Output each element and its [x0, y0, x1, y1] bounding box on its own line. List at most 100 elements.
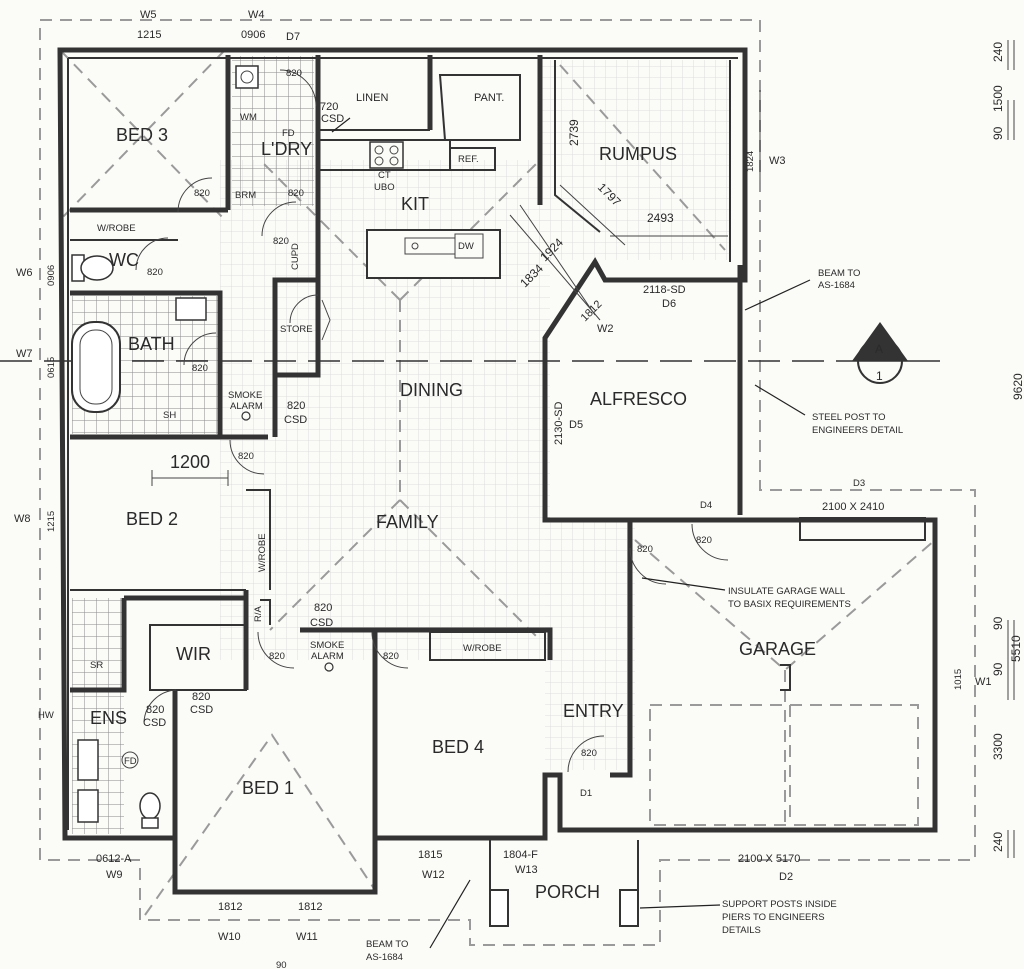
overall-dimension: 90: [991, 126, 1005, 140]
cavity-sliding-door-label: CSD: [190, 704, 213, 716]
door-tag: D5: [569, 419, 583, 431]
section-number: 1: [876, 369, 883, 383]
kitchen-island: [366, 229, 501, 279]
door-tag: D6: [662, 298, 676, 310]
bathroom-fixtures: [71, 65, 259, 829]
door-size: 820: [269, 651, 285, 662]
window-size: 1824: [745, 151, 756, 172]
oven-label: UBO: [374, 182, 395, 193]
note-support-posts: PIERS TO ENGINEERS: [722, 912, 825, 923]
room-fridge: REF.: [458, 154, 479, 165]
room-laundry: L'DRY: [261, 139, 312, 159]
smoke-alarm-icon: [324, 662, 334, 672]
walls: [57, 47, 938, 895]
smoke-alarm-label: ALARM: [311, 651, 344, 662]
door-size: 820: [146, 704, 164, 716]
window-tag: W1: [975, 676, 992, 688]
smoke-alarm-label: ALARM: [230, 401, 263, 412]
note-support-posts: DETAILS: [722, 925, 761, 936]
door-size: 820: [581, 748, 597, 759]
window-size: 0612-A: [96, 853, 132, 865]
window-tag: W4: [248, 9, 265, 21]
window-size: 0906: [241, 29, 265, 41]
overall-dimension: 1500: [991, 85, 1005, 112]
note-beam-bottom: AS-1684: [366, 952, 403, 963]
door-size: 820: [288, 188, 304, 199]
room-pantry: PANT.: [474, 92, 504, 104]
leader-lines: [331, 117, 811, 949]
cavity-sliding-door-label: CSD: [284, 414, 307, 426]
room-bed4: BED 4: [432, 737, 484, 757]
cooktop: [369, 141, 404, 169]
room-bed1: BED 1: [242, 778, 294, 798]
door-tag: D7: [286, 31, 300, 43]
window-size: 1804-F: [503, 849, 538, 861]
window-size: 1812: [218, 901, 242, 913]
floor-drain-label: FD: [282, 128, 295, 139]
note-support-posts: SUPPORT POSTS INSIDE: [722, 899, 837, 910]
washing-machine-label: WM: [240, 112, 257, 123]
window-tag: W12: [422, 869, 445, 881]
door-tag: D4: [700, 500, 712, 511]
window-tag: W11: [296, 931, 318, 943]
dimension-value: 1200: [170, 452, 210, 472]
window-size: 0906: [46, 265, 57, 286]
room-wir: WIR: [176, 644, 211, 664]
porch-posts: [489, 840, 639, 927]
smoke-alarm-icon: [241, 411, 251, 421]
room-bed3: BED 3: [116, 125, 168, 145]
door-size: 820: [192, 363, 208, 374]
door-tag: D2: [779, 871, 793, 883]
door-size: 820: [287, 400, 305, 412]
room-alfresco: ALFRESCO: [590, 389, 687, 409]
room-store: STORE: [280, 324, 313, 335]
note-beam-bottom: BEAM TO: [366, 939, 408, 950]
garage-space: [649, 517, 926, 826]
door-size: 820: [238, 451, 254, 462]
fixture-labels: W/ROBE W/ROBE W/ROBE WM BRM FD FD CUPD C…: [90, 112, 502, 767]
window-tag: W7: [16, 348, 33, 360]
cooktop-label: CT: [378, 170, 391, 181]
overall-dimension: 5510: [1009, 635, 1023, 662]
dimension-value: 2739: [567, 119, 581, 146]
note-beam-top: BEAM TO: [818, 268, 860, 279]
room-garage: GARAGE: [739, 639, 816, 659]
shower-label: SH: [163, 410, 176, 421]
door-size: 820: [383, 651, 399, 662]
partial-dimension: 90: [276, 960, 287, 969]
window-tag: W13: [515, 864, 538, 876]
window-tag: W6: [16, 267, 33, 279]
smoke-alarm-label: SMOKE: [310, 640, 344, 651]
door-size: 820: [696, 535, 712, 546]
note-insulate: INSULATE GARAGE WALL: [728, 586, 845, 597]
room-bath: BATH: [128, 334, 175, 354]
overall-dimension: 240: [991, 832, 1005, 852]
window-tag: W8: [14, 513, 31, 525]
door-size: 820: [637, 544, 653, 555]
cavity-sliding-door-label: CSD: [310, 617, 333, 629]
door-swings: [135, 69, 729, 773]
window-tag: W3: [769, 155, 786, 167]
room-bed2: BED 2: [126, 509, 178, 529]
cavity-sliding-door-label: CSD: [321, 113, 344, 125]
room-kitchen: KIT: [401, 194, 429, 214]
window-tag: W2: [597, 323, 614, 335]
cavity-sliding-door-label: CSD: [143, 717, 166, 729]
overall-dimension: 90: [991, 616, 1005, 630]
window-size: 1815: [418, 849, 442, 861]
section-line: [0, 322, 940, 384]
room-ensuite: ENS: [90, 708, 127, 728]
window-size: 1812: [579, 298, 605, 324]
window-tag: HW: [38, 710, 54, 721]
note-steel-post: STEEL POST TO: [812, 412, 886, 423]
overall-dimension: 90: [991, 662, 1005, 676]
room-porch: PORCH: [535, 882, 600, 902]
room-wc: WC: [109, 250, 139, 270]
dimension-value: 2493: [647, 211, 674, 225]
door-tag: D3: [853, 478, 865, 489]
room-rumpus: RUMPUS: [599, 144, 677, 164]
smoke-alarm-label: SMOKE: [228, 390, 262, 401]
door-size: 2118-SD: [643, 284, 686, 296]
